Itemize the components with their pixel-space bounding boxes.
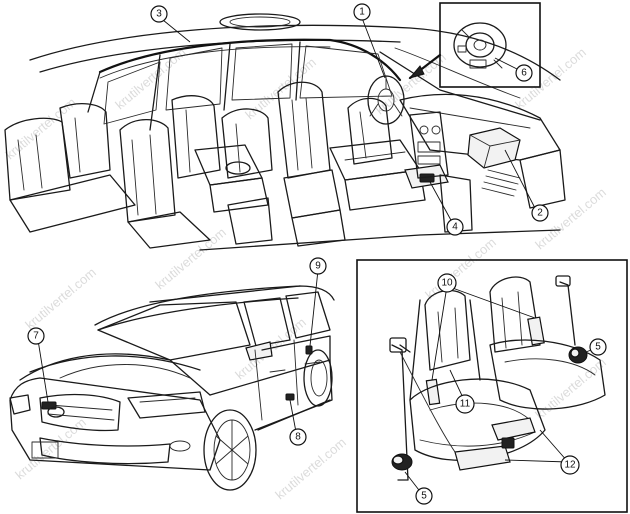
callout-markers: 1 2 3 4 6 7 8 9 bbox=[27, 3, 607, 505]
callout-2-label: 2 bbox=[537, 208, 543, 219]
callout-5-label: 5 bbox=[595, 342, 601, 353]
seat-belt-inset bbox=[356, 259, 628, 513]
callout-9-label: 9 bbox=[315, 261, 321, 272]
callout-7-label: 7 bbox=[33, 331, 39, 342]
callout-6: 6 bbox=[515, 64, 533, 82]
callout-12: 12 bbox=[560, 455, 580, 475]
callout-4: 4 bbox=[446, 218, 464, 236]
callout-6-label: 6 bbox=[521, 68, 527, 79]
watermark-text: krutilvertel.com bbox=[2, 95, 79, 163]
callout-5-label: 5 bbox=[421, 491, 427, 502]
clock-spring-inset bbox=[408, 2, 541, 88]
callout-1-label: 1 bbox=[359, 7, 365, 18]
leader-lines bbox=[37, 17, 597, 495]
inset-frame bbox=[356, 259, 628, 513]
watermark-text: krutilvertel.com bbox=[272, 435, 349, 503]
inset-frame bbox=[439, 2, 541, 88]
callout-10: 10 bbox=[437, 273, 457, 293]
callout-8-label: 8 bbox=[295, 432, 301, 443]
watermark-text: krutilvertel.com bbox=[22, 265, 99, 333]
cabin-interior-illustration bbox=[4, 13, 566, 251]
callout-11: 11 bbox=[455, 394, 475, 414]
watermark-text: krutilvertel.com bbox=[372, 50, 449, 118]
watermark-text: krutilvertel.com bbox=[422, 235, 499, 303]
exterior-vehicle-illustration bbox=[9, 285, 335, 491]
watermark-text: krutilvertel.com bbox=[532, 355, 609, 423]
callout-10-label: 10 bbox=[441, 278, 453, 289]
callout-1: 1 bbox=[353, 3, 371, 21]
callout-5-left: 5 bbox=[415, 487, 433, 505]
callout-8: 8 bbox=[289, 428, 307, 446]
callout-3-label: 3 bbox=[156, 9, 162, 20]
callout-3: 3 bbox=[150, 5, 168, 23]
watermark-text: krutilvertel.com bbox=[152, 225, 229, 293]
callout-5-right: 5 bbox=[589, 338, 607, 356]
callout-2: 2 bbox=[531, 204, 549, 222]
callout-12-label: 12 bbox=[564, 460, 576, 471]
callout-7: 7 bbox=[27, 327, 45, 345]
callout-11-label: 11 bbox=[460, 399, 471, 410]
callout-9: 9 bbox=[309, 257, 327, 275]
callout-4-label: 4 bbox=[452, 222, 458, 233]
